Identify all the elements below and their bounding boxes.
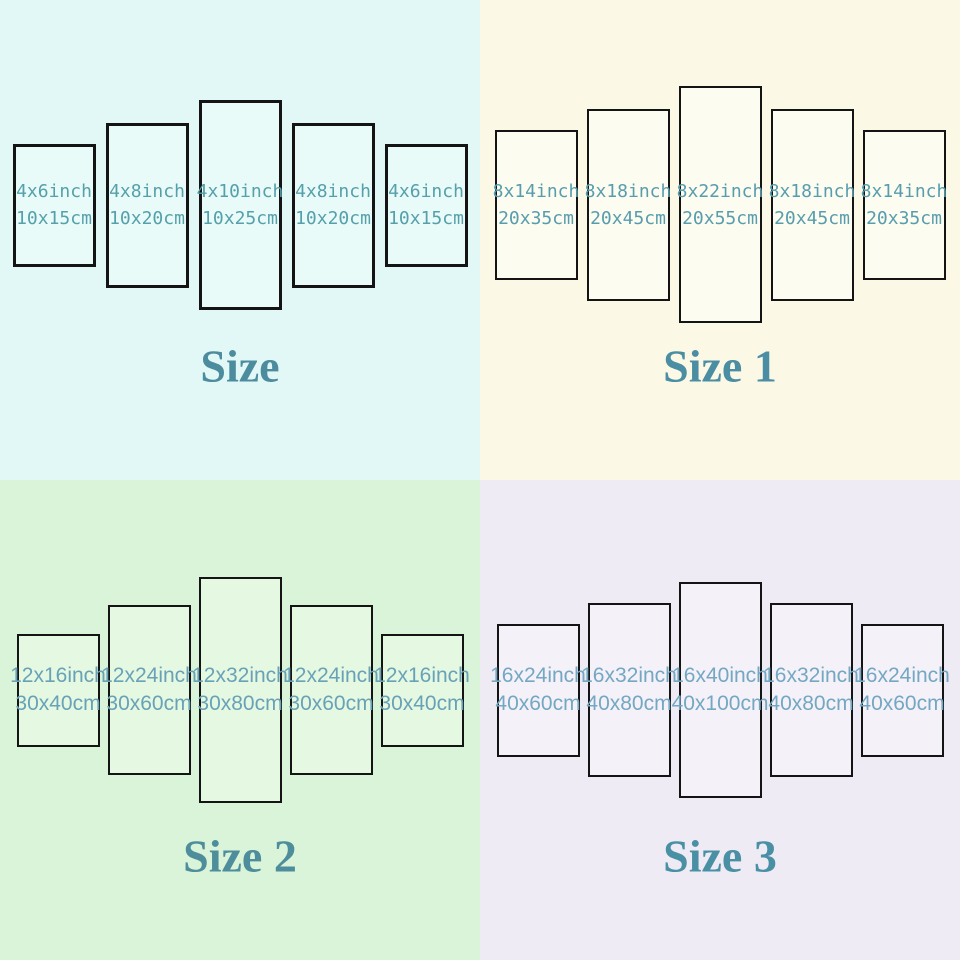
panel-size-label: 12x16inch 30x40cm (10, 662, 106, 718)
panel-size-inches: 4x8inch (109, 181, 185, 202)
panel-size-cm: 20x55cm (682, 207, 758, 229)
canvas-panel: 4x6inch 10x15cm (12, 143, 96, 267)
panel-size-label: 4x6inch 10x15cm (388, 178, 464, 232)
quadrant-size-2: 12x16inch 30x40cm 12x24inch 30x60cm 12x3… (0, 480, 480, 960)
panel-size-cm: 30x40cm (15, 692, 101, 715)
panel-size-label: 4x6inch 10x15cm (16, 178, 92, 232)
panel-size-inches: 4x6inch (16, 181, 92, 202)
panel-size-inches: 8x14inch (492, 180, 580, 202)
panel-size-inches: 12x16inch (374, 664, 470, 687)
panel-size-cm: 10x15cm (388, 208, 464, 229)
panel-size-cm: 20x45cm (774, 207, 850, 229)
panel-size-cm: 30x60cm (288, 692, 374, 715)
canvas-panel: 8x18inch 20x45cm (585, 108, 672, 301)
canvas-panel: 8x14inch 20x35cm (861, 129, 948, 280)
panel-size-label: 16x40inch 40x100cm (672, 662, 769, 718)
canvas-panel: 4x6inch 10x15cm (384, 143, 468, 267)
canvas-panel: 4x8inch 10x20cm (105, 122, 189, 288)
panel-size-cm: 10x15cm (16, 208, 92, 229)
panel-size-inches: 16x24inch (854, 664, 950, 687)
panel-size-inches: 16x32inch (763, 664, 859, 687)
panel-group: 16x24inch 40x60cm 16x32inch 40x80cm 16x4… (480, 582, 960, 798)
quadrant-size-3: 16x24inch 40x60cm 16x32inch 40x80cm 16x4… (480, 480, 960, 960)
size-group-title: Size 3 (663, 830, 777, 882)
panel-size-label: 12x16inch 30x40cm (374, 662, 470, 718)
panel-size-inches: 12x24inch (101, 664, 197, 687)
panel-size-label: 4x10inch 10x25cm (197, 178, 284, 232)
canvas-panel: 12x24inch 30x60cm (283, 605, 379, 775)
canvas-panel: 12x16inch 30x40cm (374, 633, 470, 747)
panel-size-cm: 10x20cm (109, 208, 185, 229)
quadrant-size-1: 8x14inch 20x35cm 8x18inch 20x45cm 8x22in… (480, 0, 960, 480)
panel-size-inches: 8x18inch (584, 180, 672, 202)
panel-size-label: 8x22inch 20x55cm (677, 178, 764, 232)
panel-size-inches: 16x24inch (490, 664, 586, 687)
canvas-panel: 16x40inch 40x100cm (672, 582, 768, 798)
canvas-panel: 12x32inch 30x80cm (192, 577, 288, 803)
panel-size-cm: 30x80cm (197, 692, 283, 715)
canvas-panel: 8x14inch 20x35cm (493, 129, 580, 280)
panel-size-cm: 20x45cm (590, 207, 666, 229)
panel-size-label: 16x24inch 40x60cm (490, 662, 586, 718)
canvas-panel: 8x22inch 20x55cm (677, 86, 764, 323)
panel-size-label: 16x32inch 40x80cm (581, 662, 677, 718)
panel-size-label: 12x32inch 30x80cm (192, 662, 288, 718)
panel-size-cm: 40x60cm (859, 692, 945, 715)
panel-size-cm: 40x80cm (586, 692, 672, 715)
panel-size-label: 8x18inch 20x45cm (585, 178, 672, 232)
panel-group: 12x16inch 30x40cm 12x24inch 30x60cm 12x3… (0, 577, 480, 803)
panel-size-inches: 12x24inch (283, 664, 379, 687)
canvas-panel: 12x16inch 30x40cm (10, 633, 106, 747)
panel-size-label: 12x24inch 30x60cm (101, 662, 197, 718)
quadrant-size: 4x6inch 10x15cm 4x8inch 10x20cm 4x10inch… (0, 0, 480, 480)
panel-size-label: 4x8inch 10x20cm (109, 178, 185, 232)
panel-size-label: 8x14inch 20x35cm (493, 178, 580, 232)
panel-size-inches: 16x32inch (581, 664, 677, 687)
panel-size-label: 8x18inch 20x45cm (769, 178, 856, 232)
canvas-panel: 16x24inch 40x60cm (854, 623, 950, 757)
panel-size-cm: 30x40cm (379, 692, 465, 715)
canvas-panel: 16x32inch 40x80cm (581, 603, 677, 777)
canvas-panel: 4x10inch 10x25cm (197, 100, 284, 310)
panel-size-cm: 40x80cm (768, 692, 854, 715)
canvas-panel: 16x32inch 40x80cm (763, 603, 859, 777)
panel-size-label: 8x14inch 20x35cm (861, 178, 948, 232)
canvas-panel: 12x24inch 30x60cm (101, 605, 197, 775)
panel-size-inches: 8x22inch (676, 180, 764, 202)
panel-size-cm: 30x60cm (106, 692, 192, 715)
panel-size-label: 16x24inch 40x60cm (854, 662, 950, 718)
panel-size-inches: 12x32inch (192, 664, 288, 687)
panel-size-inches: 16x40inch (672, 664, 768, 687)
panel-size-cm: 40x60cm (495, 692, 581, 715)
panel-size-label: 16x32inch 40x80cm (763, 662, 859, 718)
panel-size-inches: 8x14inch (860, 180, 948, 202)
panel-size-inches: 4x6inch (388, 181, 464, 202)
panel-size-inches: 12x16inch (10, 664, 106, 687)
panel-group: 4x6inch 10x15cm 4x8inch 10x20cm 4x10inch… (0, 100, 480, 310)
panel-size-label: 12x24inch 30x60cm (283, 662, 379, 718)
canvas-panel: 8x18inch 20x45cm (769, 108, 856, 301)
panel-size-cm: 40x100cm (671, 692, 769, 715)
canvas-panel: 16x24inch 40x60cm (490, 623, 586, 757)
size-group-title: Size 2 (183, 830, 297, 882)
panel-size-cm: 10x25cm (202, 208, 278, 229)
canvas-panel: 4x8inch 10x20cm (291, 122, 375, 288)
panel-size-cm: 10x20cm (295, 208, 371, 229)
panel-size-inches: 4x8inch (295, 181, 371, 202)
panel-size-inches: 8x18inch (768, 180, 856, 202)
panel-group: 8x14inch 20x35cm 8x18inch 20x45cm 8x22in… (480, 86, 960, 323)
size-group-title: Size (200, 340, 280, 392)
panel-size-label: 4x8inch 10x20cm (295, 178, 371, 232)
panel-size-cm: 20x35cm (866, 207, 942, 229)
size-group-title: Size 1 (663, 340, 777, 392)
panel-size-cm: 20x35cm (498, 207, 574, 229)
panel-size-inches: 4x10inch (196, 181, 284, 202)
